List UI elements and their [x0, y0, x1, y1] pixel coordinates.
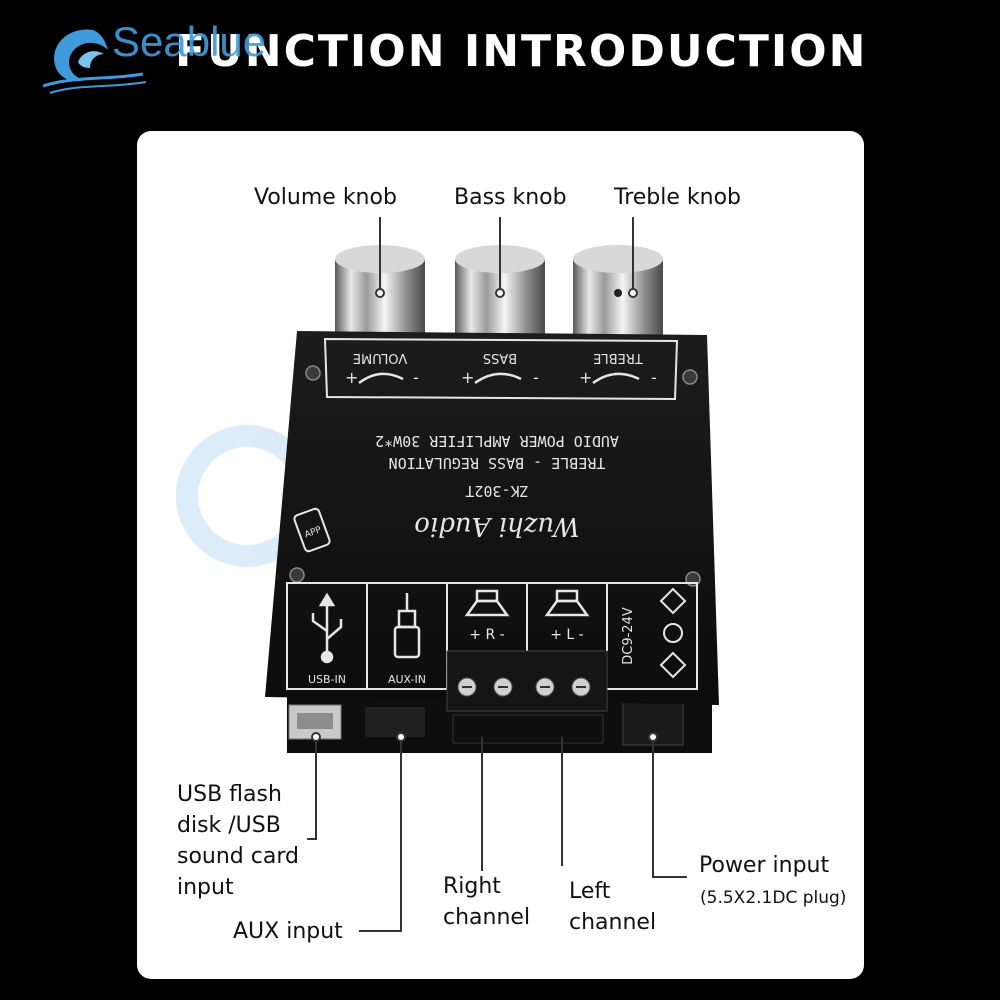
- silk-right: + R -: [469, 627, 504, 643]
- label-aux-input: AUX input: [233, 919, 343, 944]
- pcb-top: [265, 331, 719, 705]
- silk-volume: VOLUME: [353, 350, 407, 365]
- silk-title-line2: TREBLE - BASS REGULATION: [389, 454, 606, 472]
- silk-brand-script: Wuzhi Audio: [414, 511, 580, 541]
- label-right-channel: Right channel: [443, 874, 531, 930]
- diagram-panel: Seablue VOLUME BASS: [137, 131, 864, 979]
- dc-polarity-icon: [659, 587, 687, 679]
- label-power-input: Power input: [699, 853, 830, 878]
- silk-model: ZK-302T: [465, 482, 528, 500]
- label-bass-knob: Bass knob: [454, 185, 567, 210]
- svg-text:-: -: [651, 368, 657, 387]
- silk-bass: BASS: [483, 350, 517, 365]
- brand-name: Seablue: [112, 18, 267, 65]
- aux-jack-icon: [393, 593, 421, 659]
- silk-dc-voltage: DC9-24V: [621, 607, 636, 665]
- silk-usb-in: USB-IN: [308, 673, 346, 686]
- aux-jack: [365, 707, 425, 737]
- label-left-channel: Left channel: [569, 879, 657, 935]
- svg-text:+: +: [461, 368, 474, 387]
- amplifier-board-diagram: Seablue VOLUME BASS: [176, 217, 719, 932]
- page-title: FUNCTION INTRODUCTION: [175, 26, 868, 77]
- speaker-left-icon: [544, 589, 590, 617]
- svg-text:-: -: [533, 368, 539, 387]
- usb-icon: [311, 592, 343, 664]
- seablue-logo: [38, 18, 298, 98]
- svg-text:-: -: [413, 368, 419, 387]
- svg-text:+: +: [345, 368, 358, 387]
- label-volume-knob: Volume knob: [254, 185, 397, 210]
- speaker-terminal-block: [446, 650, 608, 744]
- speaker-right-icon: [464, 589, 510, 617]
- label-power-input-detail: (5.5X2.1DC plug): [700, 888, 847, 908]
- svg-text:+: +: [579, 368, 592, 387]
- knob-treble: [573, 245, 663, 339]
- silk-title-line1: AUDIO POWER AMPLIFIER 30W*2: [375, 432, 619, 450]
- silk-left: + L -: [550, 627, 583, 643]
- wave-logo-icon: [42, 29, 147, 94]
- silk-treble: TREBLE: [593, 350, 644, 365]
- silk-aux-in: AUX-IN: [388, 673, 426, 686]
- label-usb-input: USB flash disk /USB sound card input: [177, 782, 299, 900]
- label-treble-knob: Treble knob: [614, 185, 742, 210]
